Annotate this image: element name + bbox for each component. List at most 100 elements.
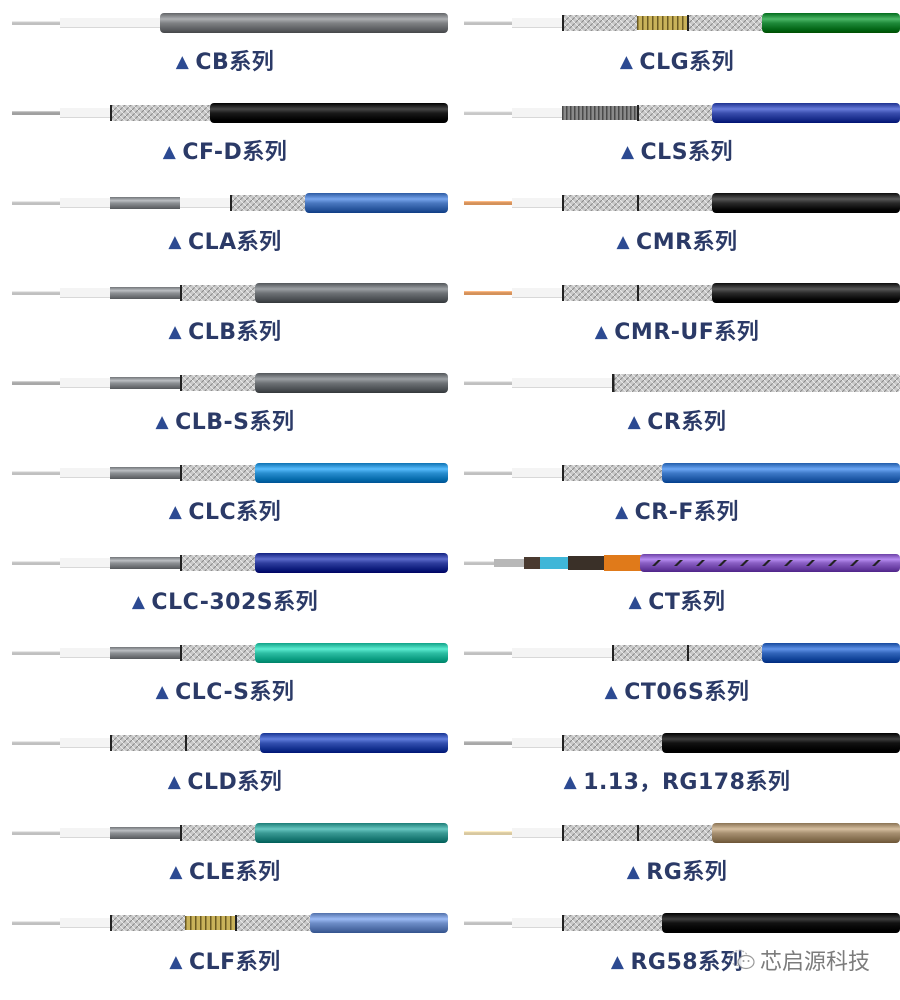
tape-ridge bbox=[642, 16, 644, 30]
tape-ridge bbox=[210, 916, 212, 930]
dielectric-layer bbox=[60, 468, 110, 478]
cable-item: ▲CLB-S系列 bbox=[0, 360, 450, 450]
conductor-core bbox=[12, 21, 62, 25]
metal-tube bbox=[110, 647, 180, 659]
cable-series-label: ▲RG系列 bbox=[452, 858, 900, 889]
dielectric-shadow bbox=[512, 207, 562, 208]
triangle-marker-icon: ▲ bbox=[167, 772, 182, 792]
cable-image bbox=[12, 373, 448, 393]
cable-image bbox=[12, 823, 448, 843]
braid-shield bbox=[180, 825, 255, 841]
conductor-core bbox=[464, 111, 514, 115]
cable-image bbox=[464, 463, 900, 483]
cable-item: ▲CT06S系列 bbox=[452, 630, 900, 720]
conductor-highlight bbox=[12, 831, 62, 833]
jacket-pattern bbox=[718, 560, 727, 566]
spiral-ridge bbox=[562, 106, 564, 120]
cable-image bbox=[464, 193, 900, 213]
cable-image bbox=[12, 193, 448, 213]
conductor-highlight bbox=[12, 381, 62, 383]
metal-tube bbox=[110, 287, 180, 299]
braid-shield bbox=[180, 465, 255, 481]
cable-jacket bbox=[255, 373, 448, 393]
cable-jacket bbox=[762, 13, 900, 33]
metal-tube bbox=[110, 197, 180, 209]
conductor-core bbox=[12, 921, 62, 925]
layer-edge bbox=[185, 735, 187, 751]
tape-ridge bbox=[215, 916, 217, 930]
dielectric-layer bbox=[512, 648, 612, 658]
conductor-core bbox=[12, 381, 62, 385]
cable-series-label: ▲CMR-UF系列 bbox=[452, 318, 900, 349]
series-name: CLG系列 bbox=[639, 50, 735, 75]
dielectric-layer bbox=[512, 198, 562, 208]
tape-ridge bbox=[667, 16, 669, 30]
series-name: RG系列 bbox=[646, 860, 728, 885]
dielectric-layer bbox=[60, 648, 110, 658]
spiral-ridge bbox=[574, 106, 576, 120]
cable-image bbox=[12, 733, 448, 753]
series-name: CR系列 bbox=[647, 410, 727, 435]
spiral-ridge bbox=[602, 106, 604, 120]
dielectric-layer bbox=[512, 18, 562, 28]
dielectric-layer bbox=[512, 738, 562, 748]
braid-shield bbox=[185, 735, 260, 751]
cable-series-label: ▲1.13，RG178系列 bbox=[452, 768, 900, 799]
cable-item: ▲RG系列 bbox=[452, 810, 900, 900]
cable-image bbox=[464, 374, 900, 392]
layer-edge bbox=[612, 645, 614, 661]
conductor-core bbox=[12, 471, 62, 475]
conductor-core bbox=[12, 111, 62, 115]
dielectric-shadow bbox=[512, 297, 562, 298]
cable-series-label: ▲CLA系列 bbox=[0, 228, 450, 259]
braid-shield bbox=[180, 285, 255, 301]
conductor-core bbox=[12, 291, 62, 295]
conductor-core bbox=[12, 651, 62, 655]
braid-shield bbox=[562, 735, 662, 751]
series-name: CLC系列 bbox=[188, 500, 282, 525]
spiral-wrap bbox=[494, 559, 534, 567]
spiral-ridge bbox=[578, 106, 580, 120]
spiral-ridge bbox=[618, 106, 620, 120]
cable-jacket bbox=[255, 823, 448, 843]
blue-wrap bbox=[540, 557, 568, 569]
spiral-ridge bbox=[610, 106, 612, 120]
cable-series-label: ▲CR-F系列 bbox=[452, 498, 900, 529]
spiral-ridge bbox=[598, 106, 600, 120]
conductor-highlight bbox=[12, 111, 62, 113]
conductor-core bbox=[464, 561, 514, 565]
dielectric-layer bbox=[512, 918, 562, 928]
braid-shield bbox=[637, 285, 712, 301]
conductor-highlight bbox=[12, 291, 62, 293]
dielectric-layer bbox=[512, 288, 562, 298]
cable-jacket bbox=[762, 643, 900, 663]
cable-series-label: ▲CLG系列 bbox=[452, 48, 900, 79]
triangle-marker-icon: ▲ bbox=[626, 862, 641, 882]
conductor-highlight bbox=[12, 21, 62, 23]
spiral-ridge bbox=[634, 106, 636, 120]
series-name: CLC-S系列 bbox=[175, 680, 295, 705]
spiral-ridge bbox=[622, 106, 624, 120]
cable-item: ▲CB系列 bbox=[0, 0, 450, 90]
dielectric-layer bbox=[512, 468, 562, 478]
layer-edge bbox=[687, 645, 689, 661]
conductor-core bbox=[464, 291, 514, 295]
cable-series-label: ▲CLC系列 bbox=[0, 498, 450, 529]
cable-item: ▲CLC-S系列 bbox=[0, 630, 450, 720]
tape-ridge bbox=[662, 16, 664, 30]
cable-jacket bbox=[612, 374, 900, 392]
layer-edge bbox=[562, 915, 564, 931]
conductor-highlight bbox=[12, 561, 62, 563]
cable-item: ▲CR-F系列 bbox=[452, 450, 900, 540]
dielectric-shadow bbox=[512, 747, 562, 748]
series-name: CLC-302S系列 bbox=[151, 590, 319, 615]
layer-edge bbox=[637, 825, 639, 841]
layer-edge bbox=[637, 195, 639, 211]
cable-jacket bbox=[712, 823, 900, 843]
cable-image bbox=[464, 733, 900, 753]
dielectric-shadow bbox=[180, 207, 230, 208]
triangle-marker-icon: ▲ bbox=[620, 142, 635, 162]
cable-jacket bbox=[712, 193, 900, 213]
conductor-core bbox=[464, 381, 514, 385]
cable-series-label: ▲CLF系列 bbox=[0, 948, 450, 979]
